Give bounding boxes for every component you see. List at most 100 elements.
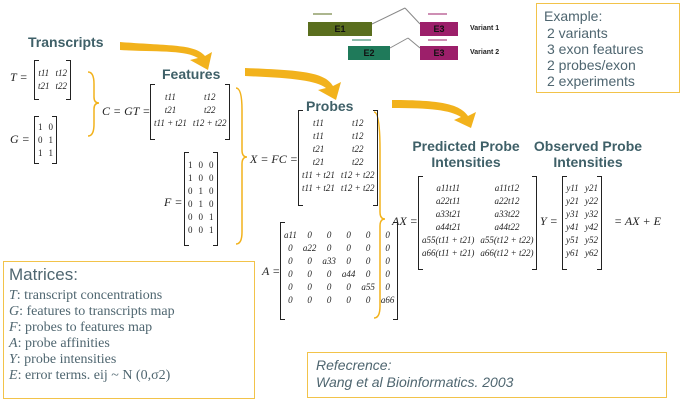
t-equation-lhs: T = [10, 70, 28, 84]
legend-symbol: G [9, 304, 20, 319]
matrix-cell: 1 [48, 134, 54, 145]
legend-text: : error terms. eij ~ N (0,σ2) [17, 368, 171, 383]
matrix-y-row: y41 y42 [563, 220, 601, 233]
c-equation-lhs: C = GT = [102, 104, 151, 118]
legend-symbol: A [9, 336, 18, 351]
arrow-transcripts-features [120, 42, 212, 70]
exon-e1: E1 [308, 22, 372, 36]
matrix-cell: 0 [209, 172, 214, 183]
matrix-cell: 0 [288, 268, 293, 279]
matrix-cell: a11 [284, 229, 297, 240]
matrix-cell: 0 [385, 229, 390, 240]
header-observed-line1: Observed Probe [533, 138, 643, 154]
matrix-cell: y41 [566, 221, 579, 232]
exon-e3-variant2: E3 [420, 46, 458, 60]
matrix-cell: 0 [346, 229, 351, 240]
matrix-cell: 0 [38, 134, 43, 145]
arrow-features-probes [245, 68, 341, 100]
matrix-cell: 0 [288, 255, 293, 266]
matrix-cell: y42 [585, 221, 598, 232]
matrix-cell: 0 [365, 229, 371, 240]
matrix-cell: a55(t11 + t21) [422, 234, 475, 245]
header-transcripts: Transcripts [28, 34, 104, 50]
matrix-cell: 0 [198, 224, 204, 235]
matrix-cell: a44t22 [494, 221, 520, 232]
matrix-cell: t22 [351, 156, 364, 167]
matrix-cell: a44 [341, 268, 356, 279]
matrix-cell: 0 [188, 185, 193, 196]
f-equation-lhs: F = [164, 195, 183, 209]
matrix-cell: t11 [313, 130, 324, 141]
matrix-cell: y51 [566, 234, 579, 245]
matrix-cell: y61 [566, 247, 579, 258]
matrix-cell: t11 [313, 117, 324, 128]
matrix-cell: t21 [312, 156, 325, 167]
matrix-cell: 1 [38, 121, 43, 132]
matrix-cell: 0 [209, 198, 214, 209]
matrix-cell: 0 [307, 268, 312, 279]
example-line-4: 2 experiments [547, 73, 635, 89]
reference-citation: Wang et al Bioinformatics. 2003 [316, 374, 514, 390]
legend-symbol: T [9, 288, 17, 303]
matrix-cell: 0 [346, 294, 351, 305]
example-box: Example: 2 variants 3 exon features 2 pr… [536, 3, 680, 93]
g-equation-lhs: G = [10, 132, 30, 146]
matrix-cell: t11 + t21 [154, 117, 187, 128]
matrix-cell: y11 [566, 182, 579, 193]
matrix-cell: 0 [188, 198, 193, 209]
matrix-cell: 1 [198, 198, 204, 209]
exon-e3-variant1: E3 [420, 22, 458, 36]
legend-text: : transcript concentrations [16, 288, 163, 303]
a-equation-lhs: A = [262, 264, 281, 278]
variant-2-label: Variant 2 [470, 49, 500, 56]
matrix-cell: 0 [209, 185, 214, 196]
matrix-cell: a33t21 [435, 208, 461, 219]
matrix-cell: 0 [346, 242, 351, 253]
intron-line-v1 [371, 7, 406, 25]
matrix-x-row: t21 t22 [299, 155, 377, 168]
matrix-cell: 1 [38, 147, 43, 158]
legend-item: E: error terms. eij ~ N (0,σ2) [9, 368, 175, 384]
matrix-cell: t11 + t21 [302, 169, 335, 180]
y-equation-rhs: = AX + E [614, 214, 661, 228]
matrix-cell: t12 [55, 67, 68, 78]
legend-text: : features to transcripts map [19, 304, 175, 319]
matrix-cell: 1 [188, 159, 193, 170]
header-observed-line2: Intensities [553, 154, 623, 170]
legend-text: : probe intensities [16, 352, 117, 367]
reference-title: Refecrence: [316, 357, 392, 373]
matrix-cell: 0 [326, 268, 332, 279]
matrix-cell: 0 [326, 281, 332, 292]
legend-item: T: transcript concentrations [9, 288, 175, 304]
matrix-cell: a33 [322, 255, 336, 266]
matrix-cell: 0 [288, 242, 293, 253]
matrix-cell: 0 [365, 268, 371, 279]
matrix-cell: 0 [307, 281, 312, 292]
ax-equation-lhs: AX = [392, 214, 418, 228]
header-observed: Observed Probe Intensities [530, 138, 646, 170]
matrix-cell: 0 [385, 268, 390, 279]
matrix-ax-row: a55(t11 + t21)a55(t12 + t22) [419, 233, 536, 246]
matrix-cell: t12 [203, 91, 216, 102]
matrix-cell: a22 [302, 242, 317, 253]
matrix-cell: 0 [365, 294, 371, 305]
matrix-cell: t21 [164, 104, 177, 115]
